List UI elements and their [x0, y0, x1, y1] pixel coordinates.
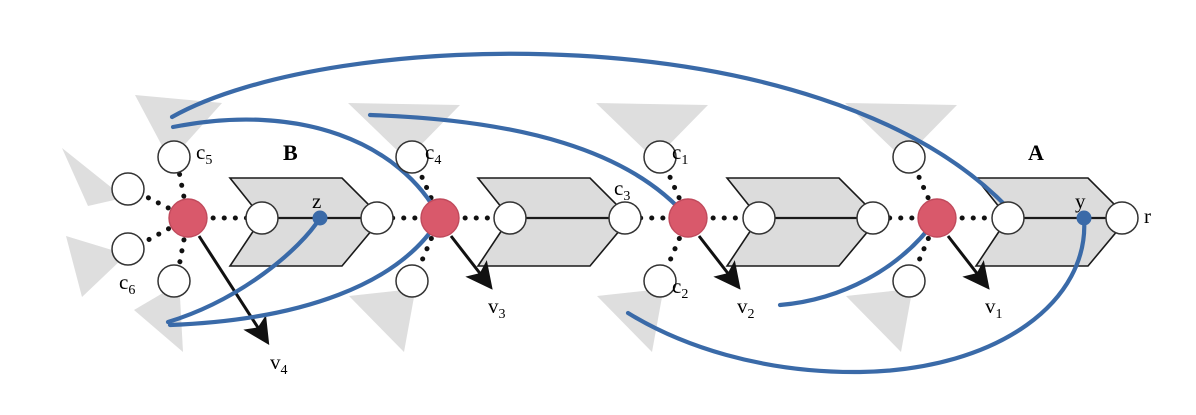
block-label-A: A [1028, 140, 1044, 165]
cone-icon [349, 290, 414, 352]
hub-node-v4[interactable] [168, 198, 208, 238]
constraint-label-c4: c4 [425, 140, 442, 169]
constraint-label-c1: c1 [672, 140, 689, 169]
cone-icon [846, 290, 911, 352]
hub-node-v1[interactable] [917, 198, 957, 238]
vector-label-v2: v2 [737, 294, 755, 323]
hub-node-group [168, 198, 957, 238]
vector-arrow-v4 [197, 235, 270, 346]
blue-arc-top-3 [367, 112, 691, 221]
blue-arc-long-top [169, 51, 1011, 211]
blue-arc-bottom-left [167, 215, 443, 328]
satellite-node[interactable] [892, 264, 926, 298]
vector-arrow-v1 [946, 235, 990, 290]
satellite-node[interactable] [111, 172, 145, 206]
blue-point-z[interactable] [312, 210, 328, 226]
cone-icon [596, 103, 708, 157]
spine-node[interactable] [856, 201, 890, 235]
vector-label-v3: v3 [488, 294, 506, 323]
blue-arc-group [165, 51, 1087, 375]
block-label-B: B [283, 140, 298, 165]
satellite-node[interactable] [395, 264, 429, 298]
blue-arc-y-bottom [625, 215, 1087, 375]
blue-arc-mid-top [170, 117, 443, 221]
hub-node-v2[interactable] [668, 198, 708, 238]
vector-label-v4: v4 [270, 350, 288, 379]
node-r[interactable] [1105, 201, 1139, 235]
spine-node[interactable] [245, 201, 279, 235]
vector-arrow-v3 [449, 235, 493, 290]
satellite-node-c4[interactable] [395, 140, 429, 174]
satellite-node[interactable] [892, 140, 926, 174]
satellite-node-c1[interactable] [643, 140, 677, 174]
point-label-y: y [1075, 189, 1086, 213]
constraint-label-c6: c6 [119, 270, 136, 299]
satellite-node-group [111, 140, 1139, 298]
satellite-node-c6[interactable] [157, 264, 191, 298]
cone-icon [134, 290, 183, 352]
satellite-node-c5[interactable] [157, 140, 191, 174]
block-group [228, 177, 1130, 267]
blue-arc-z [165, 215, 323, 325]
satellite-node-c2[interactable] [643, 264, 677, 298]
spine-node[interactable] [991, 201, 1025, 235]
blue-point-y[interactable] [1076, 210, 1092, 226]
cone-icon [66, 236, 123, 297]
blue-point-group [312, 210, 1092, 226]
blue-arc-bottom-2 [777, 215, 940, 308]
cone-icon [597, 290, 662, 352]
point-label-r: r [1144, 204, 1151, 228]
vector-arrow-v2 [697, 235, 741, 290]
vector-label-v1: v1 [985, 294, 1003, 323]
constraint-label-c5: c5 [196, 140, 213, 169]
spine-node[interactable] [360, 201, 394, 235]
vector-arrow-group [197, 235, 990, 346]
satellite-node[interactable] [111, 232, 145, 266]
constraint-label-c3: c3 [614, 176, 631, 205]
cone-icon [62, 148, 123, 206]
spine-node-c3[interactable] [608, 201, 642, 235]
spine-node[interactable] [493, 201, 527, 235]
spine-node[interactable] [742, 201, 776, 235]
point-label-z: z [312, 189, 322, 213]
hub-node-v3[interactable] [420, 198, 460, 238]
constraint-label-c2: c2 [672, 274, 689, 303]
